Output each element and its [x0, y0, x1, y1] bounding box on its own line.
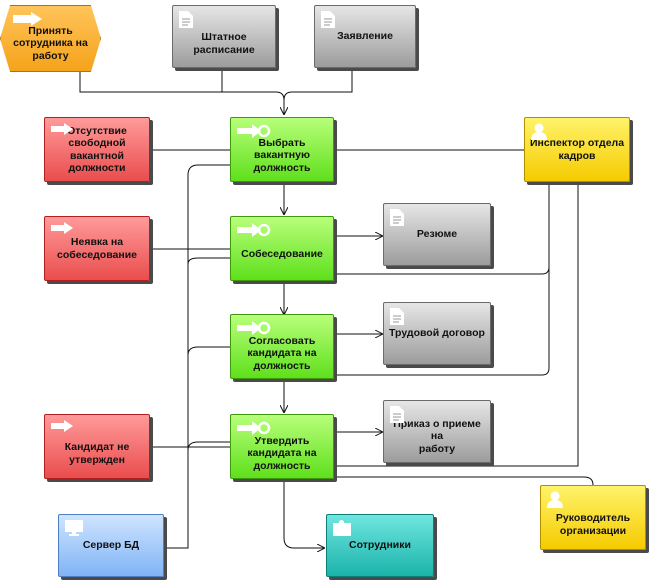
function-arrow-icon	[237, 421, 271, 435]
event-arrow-icon	[13, 12, 42, 26]
function-arrow-icon	[237, 223, 271, 237]
document-icon	[390, 209, 404, 226]
stop-not-approved-label: Кандидат не утвержден	[64, 441, 130, 466]
func-approve-candidate[interactable]: Утвердить кандидата на должность	[230, 414, 334, 479]
document-icon	[390, 406, 404, 423]
person-hr-inspector[interactable]: Инспектор отдела кадров	[524, 117, 630, 182]
event-arrow-icon	[51, 420, 73, 432]
monitor-icon	[65, 520, 83, 536]
person-head-of-org[interactable]: Руководитель организации	[540, 485, 646, 550]
connector-approve-employees	[283, 479, 324, 548]
connector-hr-approve	[334, 183, 579, 467]
system-db-server[interactable]: Сервер БД	[58, 514, 164, 577]
event-arrow-icon	[51, 123, 73, 135]
event-arrow-icon	[51, 222, 73, 234]
cluster-employees-label: Сотрудники	[349, 539, 411, 552]
start-event-label: Принять сотрудника на работу	[13, 24, 88, 62]
func-agree-candidate-label: Согласовать кандидата на должность	[247, 334, 317, 372]
doc-application-label: Заявление	[337, 30, 393, 43]
doc-staffing[interactable]: Штатное расписание	[172, 5, 276, 68]
function-arrow-icon	[237, 321, 271, 335]
doc-labor-contract-label: Трудовой договор	[389, 327, 485, 340]
person-hr-inspector-label: Инспектор отдела кадров	[529, 137, 625, 162]
function-arrow-icon	[237, 124, 271, 138]
stop-no-vacancy[interactable]: Отсутствие свободной вакантной должности	[44, 117, 150, 182]
start-event[interactable]: Принять сотрудника на работу	[0, 5, 101, 72]
func-select-vacancy[interactable]: Выбрать вакантную должность	[230, 117, 334, 182]
stop-no-vacancy-label: Отсутствие свободной вакантной должности	[67, 124, 127, 174]
doc-application[interactable]: Заявление	[314, 5, 416, 68]
doc-hiring-order[interactable]: Приказ о приеме на работу	[383, 400, 491, 463]
doc-hiring-order-label: Приказ о приеме на работу	[393, 417, 481, 455]
connector-db-4	[187, 441, 230, 451]
doc-resume-label: Резюме	[416, 228, 458, 241]
func-agree-candidate[interactable]: Согласовать кандидата на должность	[230, 314, 334, 379]
connector-hr-agree	[334, 183, 550, 376]
document-icon	[390, 308, 404, 325]
connector-db	[165, 164, 230, 549]
stop-no-show-label: Неявка на собеседование	[57, 236, 137, 261]
doc-staffing-label: Штатное расписание	[193, 31, 255, 56]
func-select-vacancy-label: Выбрать вакантную должность	[253, 136, 311, 174]
func-interview-label: Собеседование	[241, 248, 323, 261]
connector-db-2	[187, 257, 230, 265]
person-icon	[531, 123, 547, 140]
doc-resume[interactable]: Резюме	[383, 203, 491, 266]
cluster-employees[interactable]: Сотрудники	[326, 514, 434, 577]
connector-head-approve	[334, 476, 594, 486]
person-icon	[547, 491, 563, 508]
stop-not-approved[interactable]: Кандидат не утвержден	[44, 414, 150, 479]
document-icon	[321, 11, 335, 28]
connector-db-3	[187, 346, 230, 356]
doc-labor-contract[interactable]: Трудовой договор	[383, 302, 491, 365]
func-interview[interactable]: Собеседование	[230, 216, 334, 281]
puzzle-icon	[333, 520, 351, 536]
system-db-server-label: Сервер БД	[82, 539, 140, 552]
connector-start	[79, 72, 284, 114]
person-head-of-org-label: Руководитель организации	[555, 512, 631, 537]
connector-application	[283, 70, 353, 101]
stop-no-show[interactable]: Неявка на собеседование	[44, 216, 150, 281]
document-icon	[179, 11, 193, 28]
func-approve-candidate-label: Утвердить кандидата на должность	[247, 434, 317, 472]
